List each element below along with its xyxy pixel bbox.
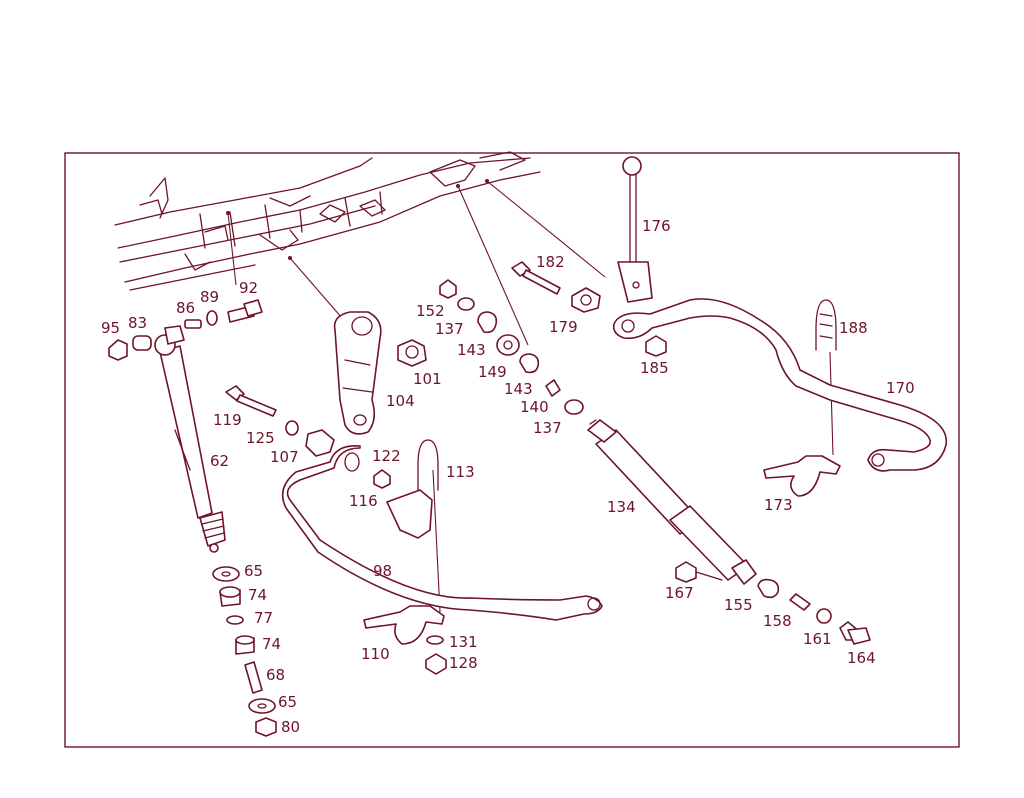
label-83: 83 — [128, 314, 147, 332]
chassis-frame — [114, 151, 541, 291]
bolt-182 — [511, 261, 561, 295]
bar-clamp-173 — [763, 455, 841, 497]
label-86: 86 — [176, 299, 195, 317]
label-164: 164 — [847, 649, 876, 667]
label-158: 158 — [763, 612, 792, 630]
label-173: 173 — [764, 496, 793, 514]
label-161: 161 — [803, 630, 832, 648]
label-101: 101 — [413, 370, 442, 388]
label-137-bottom: 137 — [533, 419, 562, 437]
leader-lines — [226, 179, 834, 613]
nut-185 — [645, 335, 667, 357]
label-98: 98 — [373, 562, 392, 580]
label-62: 62 — [210, 452, 229, 470]
label-185: 185 — [640, 359, 669, 377]
label-65-bottom: 65 — [278, 693, 297, 711]
bushing-179 — [571, 287, 601, 313]
stabilizer-bar-170 — [612, 298, 948, 472]
label-131: 131 — [449, 633, 478, 651]
label-116: 116 — [349, 492, 378, 510]
shock-absorber-left — [154, 334, 226, 553]
label-170: 170 — [886, 379, 915, 397]
label-125: 125 — [246, 429, 275, 447]
label-74-top: 74 — [248, 586, 267, 604]
label-143-bottom: 143 — [504, 380, 533, 398]
stabilizer-bar-98 — [281, 445, 603, 621]
link-176 — [617, 156, 653, 303]
label-77: 77 — [254, 609, 273, 627]
label-143-top: 143 — [457, 341, 486, 359]
label-167: 167 — [665, 584, 694, 602]
label-149: 149 — [478, 363, 507, 381]
label-74-bottom: 74 — [262, 635, 281, 653]
mounting-hardware-left-top — [108, 299, 263, 361]
label-104: 104 — [386, 392, 415, 410]
washer-nut-131-128 — [425, 635, 447, 675]
label-89: 89 — [200, 288, 219, 306]
bar-clamp-110 — [363, 605, 445, 645]
mounting-hardware-left-bottom — [212, 566, 277, 737]
label-176: 176 — [642, 217, 671, 235]
part-number-labels: 62 65 74 77 74 68 65 80 95 83 86 89 92 1… — [101, 217, 915, 736]
label-179: 179 — [549, 318, 578, 336]
label-152: 152 — [416, 302, 445, 320]
bushing-stack-center — [439, 279, 584, 415]
label-92: 92 — [239, 279, 258, 297]
label-80: 80 — [281, 718, 300, 736]
label-95: 95 — [101, 319, 120, 337]
hardware-center-left — [225, 385, 439, 539]
label-140: 140 — [520, 398, 549, 416]
label-182: 182 — [536, 253, 565, 271]
pitman-arm-104 — [333, 311, 382, 435]
label-119: 119 — [213, 411, 242, 429]
rear-hardware — [675, 561, 871, 645]
label-113: 113 — [446, 463, 475, 481]
label-68: 68 — [266, 666, 285, 684]
bushing-101 — [397, 339, 427, 367]
label-134: 134 — [607, 498, 636, 516]
label-188: 188 — [839, 319, 868, 337]
label-107: 107 — [270, 448, 299, 466]
label-137-top: 137 — [435, 320, 464, 338]
label-128: 128 — [449, 654, 478, 672]
u-bolt-188 — [815, 299, 837, 351]
label-155: 155 — [724, 596, 753, 614]
shock-absorber-134 — [587, 419, 757, 585]
label-122: 122 — [372, 447, 401, 465]
label-110: 110 — [361, 645, 390, 663]
label-65-top: 65 — [244, 562, 263, 580]
